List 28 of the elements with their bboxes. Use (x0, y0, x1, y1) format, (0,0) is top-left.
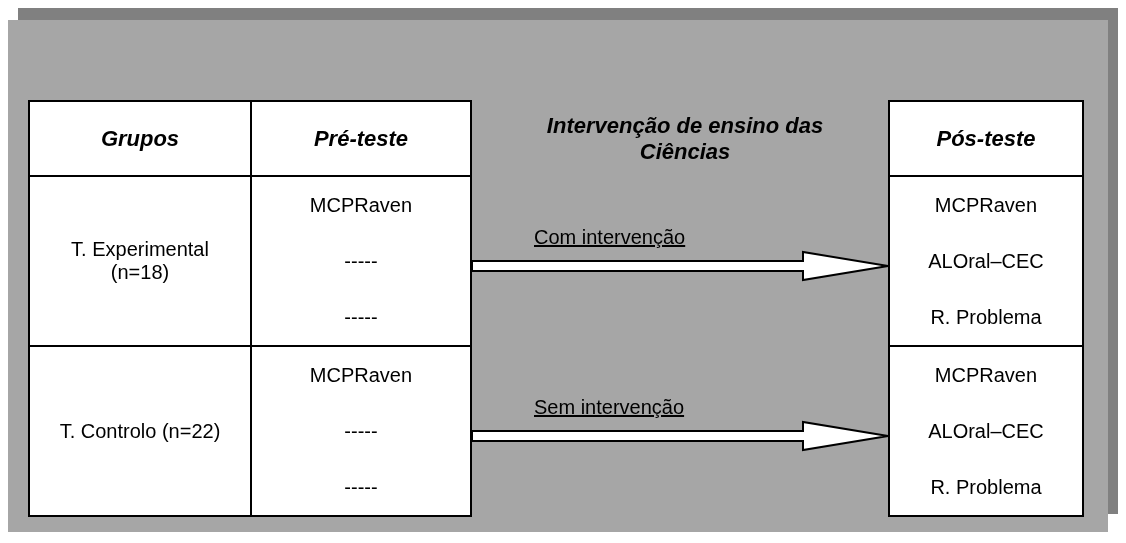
test-name: ----- (344, 305, 378, 329)
test-name: ----- (344, 419, 378, 443)
test-name: MCPRaven (309, 363, 413, 387)
column-header: Pós-teste (936, 125, 1036, 152)
block-arrow (471, 250, 889, 282)
test-cell (888, 175, 1084, 347)
group-name: T. Experimental (n=18) (70, 238, 210, 284)
column-header: Grupos (100, 125, 180, 152)
test-name: MCPRaven (309, 193, 413, 217)
test-cell (888, 345, 1084, 517)
test-name: MCPRaven (934, 363, 1038, 387)
test-name: MCPRaven (934, 193, 1038, 217)
group-cell (28, 345, 252, 517)
group-cell (28, 175, 252, 347)
column-header: Pré-teste (313, 125, 409, 152)
test-name: ALOral–CEC (928, 419, 1044, 443)
test-name: R. Problema (930, 305, 1042, 329)
test-cell (250, 175, 472, 347)
test-cell (250, 345, 472, 517)
test-name: ALOral–CEC (928, 249, 1044, 273)
test-name: ----- (344, 475, 378, 499)
edge-label: Com intervenção (532, 226, 688, 249)
column-header: Intervenção de ensino das Ciências (545, 112, 825, 165)
test-name: R. Problema (930, 475, 1042, 499)
block-arrow (471, 420, 889, 452)
test-name: ----- (344, 249, 378, 273)
edge-label: Sem intervenção (532, 396, 687, 419)
group-name: T. Controlo (n=22) (59, 419, 221, 443)
